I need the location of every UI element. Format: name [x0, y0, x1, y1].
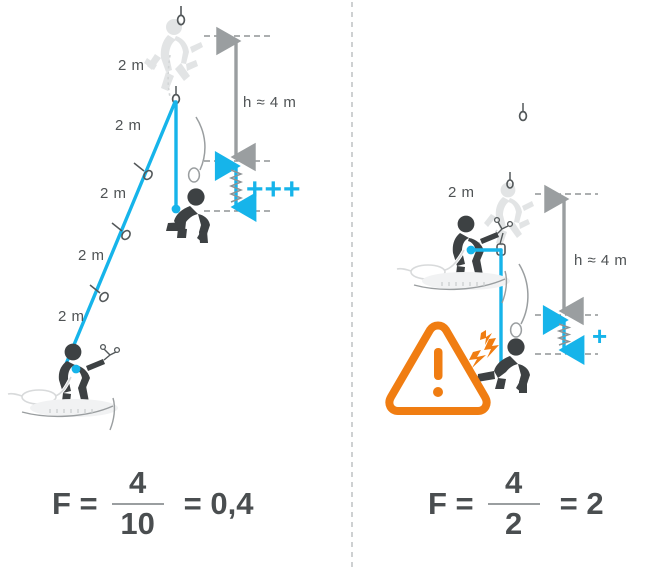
hanging-climber-left [166, 188, 210, 243]
ghost-climber-bolt-icon-right [506, 172, 514, 189]
belay-point-dot-right [466, 245, 476, 255]
formula-denominator-left: 10 [120, 505, 155, 541]
ledge-hatch-left [49, 409, 93, 413]
rope-stretch-spring-icon-right [556, 323, 572, 346]
warning-triangle-icon [385, 321, 491, 415]
ground-rope-coil-tail-left [7, 392, 23, 397]
fall-factor-formula-right: F = 4 2 = 2 [428, 465, 604, 541]
formula-numerator-left: 4 [129, 465, 147, 500]
fall-factor-formula-left: F = 4 10 = 0,4 [52, 465, 254, 541]
ledge-edge-line-left [21, 405, 114, 418]
fall-height-label-right: h ≈ 4 m [574, 252, 628, 269]
formula-fraction-bar-right [487, 502, 540, 505]
quickdraw-icon-left-1 [133, 162, 153, 181]
top-bolt-icon-right [518, 103, 528, 122]
formula-fraction-bar-left [111, 502, 164, 505]
rope-length-label-left-1: 2 m [118, 57, 145, 74]
impact-lightning-icon-right [469, 330, 499, 368]
fallen-climber-right [477, 338, 530, 393]
formula-lead-left: F = [52, 485, 98, 521]
ground-rope-coil-tail-right [396, 267, 412, 272]
rope-length-label-left-3: 2 m [100, 185, 127, 202]
rope-stretch-rating-right: + [592, 321, 608, 351]
rope-length-label-right-1: 2 m [448, 184, 475, 201]
belayer-quickdraw-icon-left [99, 343, 121, 361]
quickdraw-icon-left-2 [111, 222, 131, 241]
formula-result-left: = 0,4 [183, 485, 254, 521]
right-panel-graphics [385, 103, 598, 415]
ghost-climber-bolt-icon-left [176, 6, 186, 26]
ledge-edge-line-right [413, 278, 506, 291]
rope-length-label-left-4: 2 m [78, 247, 105, 264]
rope-length-label-left-5: 2 m [58, 308, 85, 325]
formula-numerator-right: 4 [505, 465, 523, 500]
fall-height-label-left: h ≈ 4 m [243, 94, 297, 111]
rope-tail-curve-left [195, 116, 206, 171]
rope-tail-loop-right [509, 322, 523, 338]
rope-lead-line-left [64, 100, 177, 366]
formula-denominator-right: 2 [505, 505, 523, 541]
quickdraw-icon-left-3 [89, 284, 109, 303]
rope-stretch-rating-left: +++ [246, 173, 302, 206]
ground-slack-rope-outline-right [444, 249, 465, 271]
ghost-falling-climber-left [144, 19, 203, 91]
rope-tail-curve-right [518, 263, 529, 325]
ground-slack-rope-outline-left [54, 376, 72, 397]
formula-fraction-right: 4 2 [487, 465, 540, 541]
fall-trajectory-dotted-left [167, 54, 171, 98]
ledge-platform-right [422, 272, 510, 290]
formula-result-right: = 2 [559, 485, 604, 521]
left-panel-graphics [7, 6, 274, 431]
rope-length-label-left-2: 2 m [115, 117, 142, 134]
formula-fraction-left: 4 10 [111, 465, 164, 541]
ledge-crack-right [501, 270, 508, 304]
rope-tail-loop-left [187, 167, 201, 183]
ledge-platform-left [30, 399, 118, 417]
belay-point-dot-left [71, 364, 81, 374]
formula-lead-right: F = [428, 485, 474, 521]
rope-tie-in-point-left [171, 204, 181, 214]
ledge-crack-left [109, 397, 116, 431]
ledge-hatch-right [441, 282, 485, 286]
rope-stretch-spring-icon-left [228, 169, 244, 203]
